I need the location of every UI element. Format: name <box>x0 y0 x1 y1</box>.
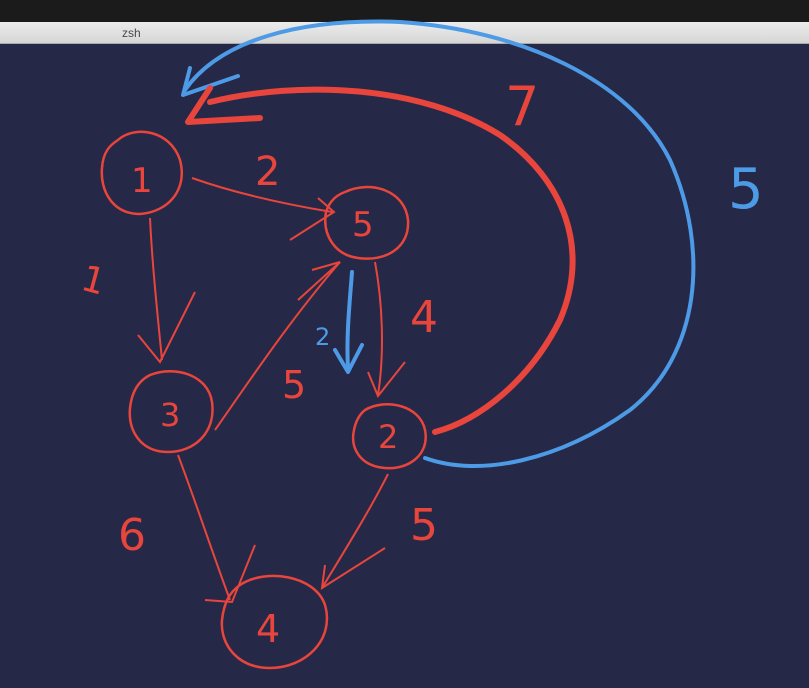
edge-1-5 <box>191 177 333 213</box>
window-title: zsh <box>122 26 141 40</box>
weight-edge-3-4: 6 <box>118 510 146 561</box>
edge-2-1-red-arrowhead <box>185 85 263 125</box>
node-1-circle <box>100 130 183 216</box>
node-3-label: 3 <box>160 396 180 434</box>
terminal-title-bar[interactable]: zsh <box>0 22 809 44</box>
weight-edge-2-1-blue: 5 <box>728 157 764 222</box>
edge-5-2-red <box>374 261 383 396</box>
edge-1-3-arrowhead <box>137 291 196 364</box>
edge-2-1-blue-arc <box>183 19 696 468</box>
weight-edge-5-2-red: 4 <box>410 292 438 343</box>
node-4-label: 4 <box>256 607 280 651</box>
edge-3-5-arrowhead <box>297 261 341 301</box>
node-4-circle <box>220 574 329 670</box>
weight-edge-1-3: 1 <box>77 258 110 304</box>
edge-2-4-arrowhead <box>320 547 386 590</box>
edge-1-5-arrowhead <box>289 197 336 241</box>
node-top-5-label: 5 <box>352 205 374 245</box>
edge-2-4 <box>321 473 389 589</box>
edge-5-2-blue-arrowhead <box>333 343 364 374</box>
node-2-label: 2 <box>378 418 398 456</box>
edge-5-2-blue <box>345 270 354 370</box>
edge-3-5 <box>214 261 341 431</box>
weight-edge-5-2-blue: 2 <box>315 323 330 351</box>
weight-edge-2-1-red: 7 <box>505 75 539 138</box>
edge-2-1-red-arc <box>207 86 576 435</box>
weight-edge-2-4: 5 <box>410 500 438 551</box>
edge-1-3 <box>149 217 163 361</box>
node-3-circle <box>128 370 214 454</box>
node-2-circle <box>351 403 427 470</box>
edge-3-4 <box>177 454 231 601</box>
menu-bar-strip <box>0 0 809 22</box>
weight-edge-3-5: 5 <box>282 363 306 407</box>
edge-5-2-red-arrowhead <box>367 361 406 398</box>
edge-2-1-blue-arrowhead <box>181 66 240 97</box>
weight-edge-1-5: 2 <box>255 149 280 195</box>
drawing-canvas[interactable] <box>0 44 809 688</box>
edge-3-4-arrowhead <box>204 544 256 604</box>
node-1-label: 1 <box>131 161 153 201</box>
